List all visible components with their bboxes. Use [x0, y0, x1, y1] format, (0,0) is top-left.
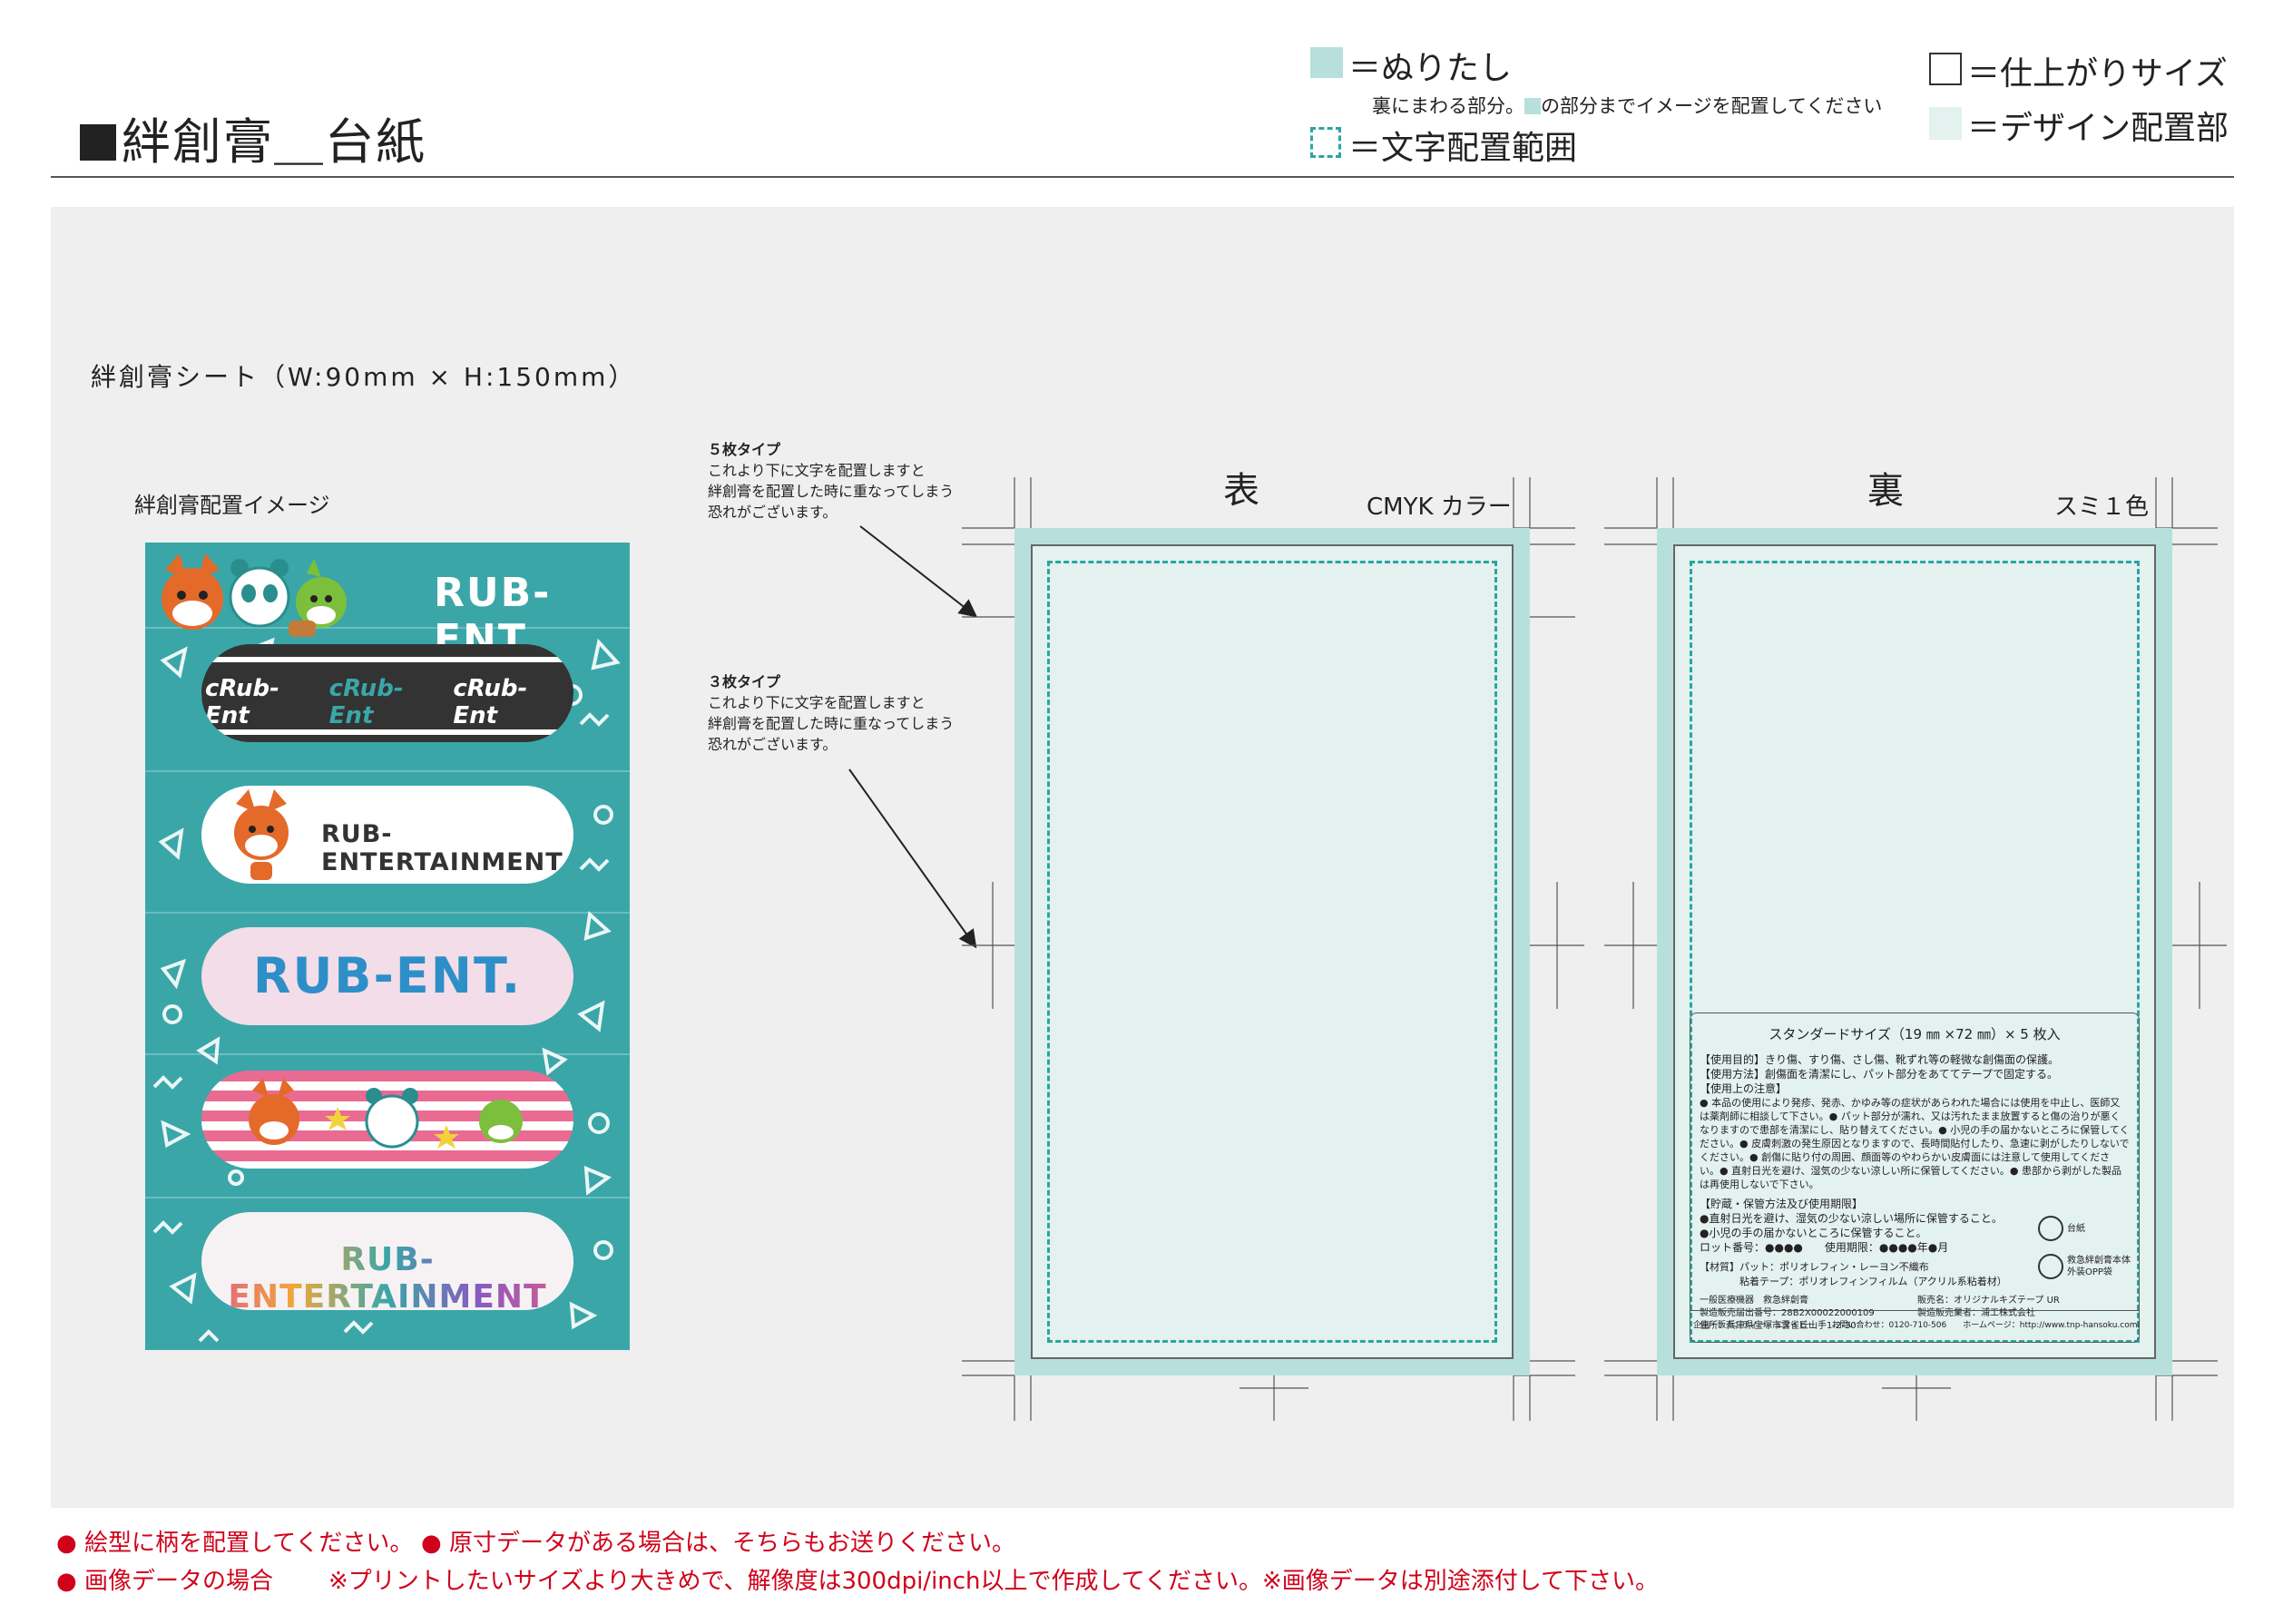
- bandage-2-text: RUB-ENTERTAINMENT: [321, 820, 563, 876]
- fox-character: [162, 553, 223, 630]
- arrow-five: [859, 525, 978, 618]
- storage-heading: 【貯蔵・保管方法及び使用期限】: [1700, 1198, 1864, 1210]
- header-divider: [51, 176, 2234, 178]
- front-color-label: CMYK カラー: [1367, 494, 1512, 521]
- note-three-type: ３枚タイプ これより下に文字を配置しますと 絆創膏を配置した時に重なってしまう …: [708, 671, 954, 755]
- bleed-label: ＝ぬりたし: [1348, 50, 1513, 87]
- bottom-note-1b: ● 原寸データがある場合は、そちらもお送りください。: [421, 1530, 1015, 1557]
- back-footer: 企画・販売：ティー・エヌ・ピー お問い合わせ：0120-710-506 ホームペ…: [1690, 1310, 2140, 1334]
- text-area-swatch: [1310, 127, 1341, 158]
- back-box-title: スタンダードサイズ（19 ㎜ ×72 ㎜）× 5 枚入: [1769, 1026, 2061, 1042]
- bleed-note-a: 裏にまわる部分。: [1372, 95, 1524, 117]
- bandage-3-text: RUB-ENT.: [252, 947, 523, 1004]
- bandage-3: RUB-ENT.: [201, 927, 573, 1025]
- maker-left-1: 一般医療機器 救急絆創膏: [1700, 1296, 1808, 1306]
- note-five-line3: 恐れがございます。: [708, 504, 838, 521]
- bleed-note-b: の部分までイメージを配置してください: [1541, 95, 1883, 117]
- paper-recycle: 台紙: [2038, 1216, 2138, 1241]
- sheet-caption: 絆創膏シート（W:90mm × H:150mm）: [91, 362, 637, 392]
- front-title: 表: [1223, 470, 1259, 512]
- bandage-5-text: RUB-ENTERTAINMENT: [201, 1241, 573, 1310]
- plastic-label-2: 外装OPP袋: [2067, 1267, 2112, 1277]
- panda-character: [229, 559, 290, 628]
- plastic-recycle-icon: [2038, 1254, 2063, 1279]
- bandage-2-fox: [234, 789, 289, 880]
- bandage-1-logos: cRub-Ent cRub-Ent cRub-Ent: [201, 675, 573, 729]
- trim-swatch: [1929, 53, 1962, 85]
- back-trim-area: [1673, 544, 2156, 1359]
- lot-number: ロット番号：●●●● 使用期限：●●●●年●月: [1700, 1241, 1949, 1254]
- bandage-sheet-mockup: RUB-ENT. cRub-Ent cRub-Ent cRub-Ent RUB-…: [145, 543, 630, 1350]
- bottom-note-2b: ※プリントしたいサイズより大きめで、解像度は300dpi/inch以上で作成して…: [328, 1568, 1659, 1595]
- bandage-1-logo-c: cRub-Ent: [449, 675, 573, 729]
- plastic-label-1: 救急絆創膏本体: [2067, 1256, 2131, 1266]
- usage-caution: ● 本品の使用により発疹、発赤、かゆみ等の症状があらわれた場合には使用を中止し、…: [1700, 1097, 2130, 1190]
- material-tape: 粘着テープ：ポリオレフィンフィルム（アクリル系粘着材）: [1700, 1276, 2007, 1287]
- mascot-characters: [162, 553, 347, 637]
- usage-purpose: 【使用目的】きり傷、すり傷、さし傷、靴ずれ等の軽微な創傷面の保護。: [1700, 1053, 2060, 1066]
- paper-recycle-label: 台紙: [2067, 1223, 2085, 1234]
- front-trim-area: [1031, 544, 1514, 1359]
- trim-label: ＝仕上がりサイズ: [1967, 55, 2228, 93]
- plastic-recycle-labels: 救急絆創膏本体外装OPP袋: [2067, 1255, 2131, 1278]
- maker-right-1: 販売名：オリジナルキズテープ UR: [1917, 1296, 2060, 1306]
- title-square-icon: [80, 124, 116, 161]
- material-pad: 【材質】パット：ポリオレフィン・レーヨン不織布: [1700, 1261, 1929, 1273]
- back-title: 裏: [1867, 470, 1904, 512]
- design-label: ＝デザイン配置部: [1967, 110, 2229, 147]
- maker-left: 一般医療機器 救急絆創膏 製造販売届出番号：28B2X00022000109 住…: [1700, 1295, 1908, 1333]
- note-three-heading: ３枚タイプ: [708, 673, 781, 690]
- usage-method: 【使用方法】創傷面を清潔にし、パット部分をあててテープで固定する。: [1700, 1068, 2059, 1081]
- usage-block: 【使用目的】きり傷、すり傷、さし傷、靴ずれ等の軽微な創傷面の保護。 【使用方法】…: [1700, 1052, 2130, 1191]
- bottom-note-1a: ● 絵型に柄を配置してください。: [56, 1530, 414, 1557]
- maker-right-2: 製造販売業者：浦工株式会社: [1917, 1308, 2035, 1318]
- page-title: 絆創膏＿台紙: [80, 102, 426, 173]
- bandage-1-logo-a: cRub-Ent: [201, 675, 326, 729]
- arrow-three: [848, 768, 977, 949]
- maker-left-2: 製造販売届出番号：28B2X00022000109: [1700, 1308, 1875, 1318]
- plastic-recycle: 救急絆創膏本体外装OPP袋: [2038, 1254, 2138, 1279]
- maker-left-3: 住所：兵庫県宝塚市雲雀丘山手1-2-30: [1700, 1321, 1857, 1331]
- image-caption: 絆創膏配置イメージ: [134, 493, 330, 518]
- bandage-1: cRub-Ent cRub-Ent cRub-Ent: [201, 644, 573, 742]
- bandage-1-logo-b: cRub-Ent: [325, 675, 450, 729]
- note-three-line2: 絆創膏を配置した時に重なってしまう: [708, 715, 955, 732]
- design-swatch: [1929, 107, 1962, 140]
- bleed-note: 裏にまわる部分。の部分までイメージを配置してください: [1372, 92, 1882, 119]
- paper-recycle-icon: [2038, 1216, 2063, 1241]
- bottom-note-2a: ● 画像データの場合: [56, 1568, 273, 1595]
- bandage-4-characters: [249, 1078, 523, 1149]
- note-three-line3: 恐れがございます。: [708, 736, 838, 753]
- back-info-box: スタンダードサイズ（19 ㎜ ×72 ㎜）× 5 枚入 【使用目的】きり傷、すり…: [1690, 1013, 2140, 1343]
- material-block: 【材質】パット：ポリオレフィン・レーヨン不織布 粘着テープ：ポリオレフィンフィル…: [1700, 1260, 2130, 1289]
- note-five-line2: 絆創膏を配置した時に重なってしまう: [708, 483, 955, 500]
- storage-block: 【貯蔵・保管方法及び使用期限】 ●直射日光を避け、湿気の少ない涼しい場所に保管す…: [1700, 1197, 2130, 1255]
- back-color-label: スミ１色: [2054, 494, 2150, 521]
- bandage-5: RUB-ENTERTAINMENT: [201, 1212, 573, 1310]
- bleed-mini-swatch: [1524, 98, 1541, 114]
- bleed-swatch: [1310, 47, 1343, 78]
- note-five-heading: ５枚タイプ: [708, 441, 781, 458]
- storage-line1: ●直射日光を避け、湿気の少ない涼しい場所に保管すること。: [1700, 1212, 2003, 1225]
- back-text-area: [1690, 561, 2140, 1343]
- note-three-line1: これより下に文字を配置しますと: [708, 694, 926, 711]
- storage-line2: ●小児の手の届かないところに保管すること。: [1700, 1227, 1927, 1239]
- front-text-area: [1047, 561, 1497, 1343]
- bandage-4: [201, 1071, 573, 1169]
- bird-character: [289, 559, 347, 637]
- recycle-marks: 台紙 救急絆創膏本体外装OPP袋: [2038, 1216, 2138, 1279]
- usage-caution-heading: 【使用上の注意】: [1700, 1082, 1788, 1095]
- note-five-type: ５枚タイプ これより下に文字を配置しますと 絆創膏を配置した時に重なってしまう …: [708, 439, 954, 523]
- maker-right: 販売名：オリジナルキズテープ UR 製造販売業者：浦工株式会社: [1917, 1295, 2108, 1333]
- text-area-label: ＝文字配置範囲: [1348, 130, 1578, 167]
- note-five-line1: これより下に文字を配置しますと: [708, 462, 926, 479]
- bandage-2: RUB-ENTERTAINMENT: [201, 786, 573, 884]
- maker-block: 一般医療機器 救急絆創膏 製造販売届出番号：28B2X00022000109 住…: [1700, 1295, 2130, 1333]
- page-title-text: 絆創膏＿台紙: [122, 113, 426, 171]
